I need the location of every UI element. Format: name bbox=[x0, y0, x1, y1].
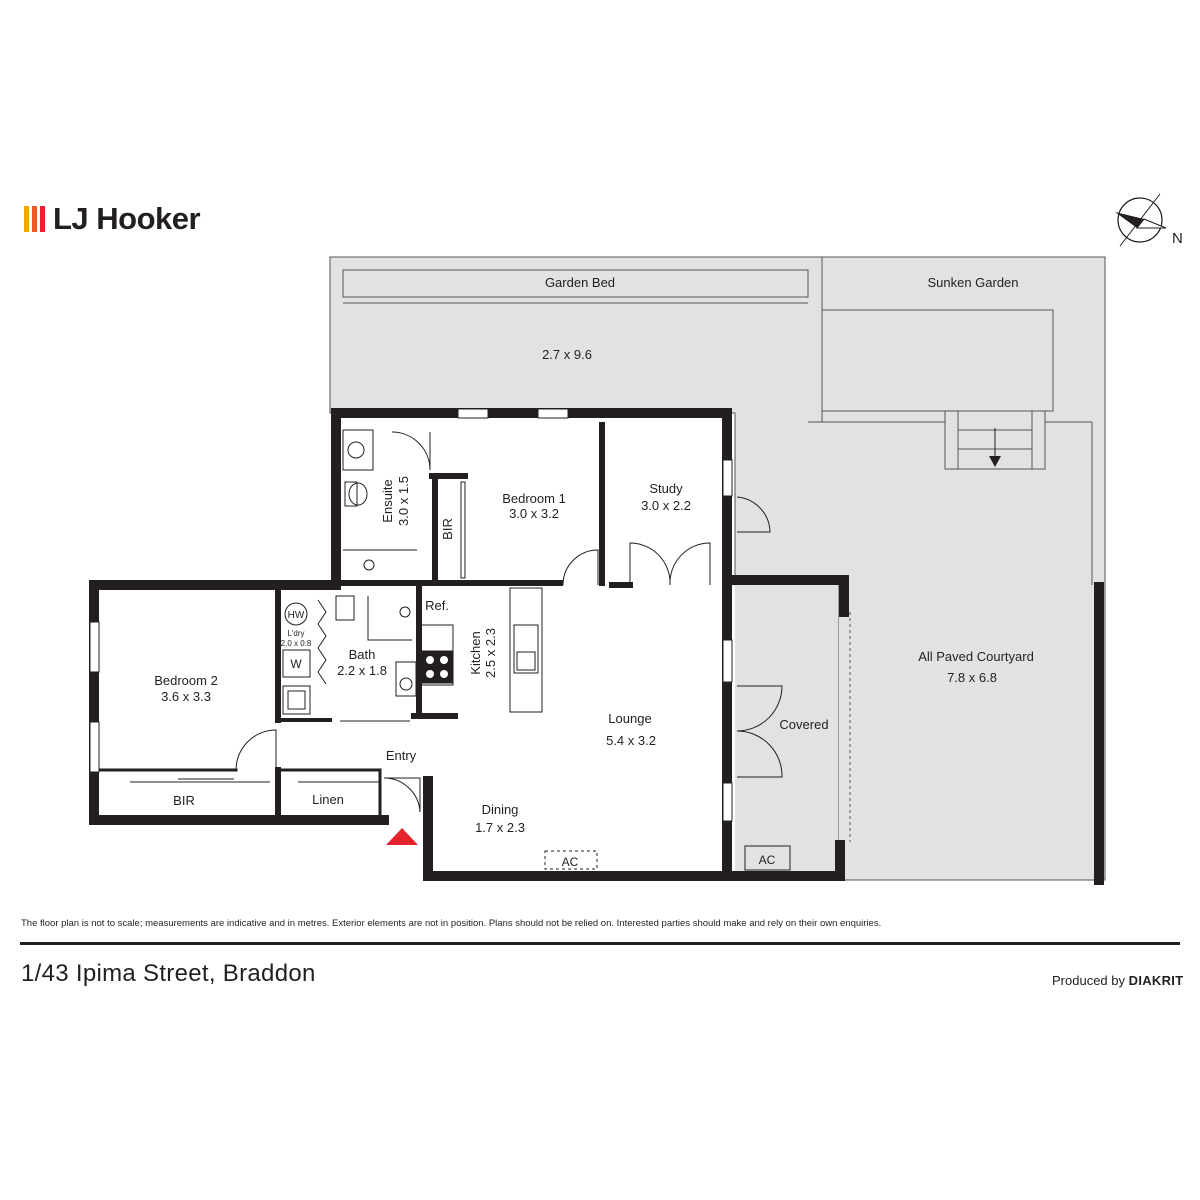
bir1-label: BIR bbox=[440, 518, 455, 540]
bedroom1-label: Bedroom 1 bbox=[502, 491, 566, 506]
bath-vanity-icon bbox=[395, 661, 417, 697]
ensuite-shower-icon bbox=[363, 559, 375, 571]
garden-bed bbox=[342, 269, 809, 298]
courtyard-dims: 7.8 x 6.8 bbox=[947, 670, 997, 685]
ac-covered-label: AC bbox=[759, 853, 776, 867]
bath-bifold-door-icon bbox=[317, 599, 327, 685]
kitchen-sink-icon bbox=[513, 624, 539, 674]
bath-shower-icon bbox=[399, 606, 411, 618]
washer-label: W bbox=[290, 657, 302, 671]
courtyard-label: All Paved Courtyard bbox=[918, 649, 1034, 664]
yard-dims: 2.7 x 9.6 bbox=[542, 347, 592, 362]
ensuite-label: Ensuite bbox=[380, 479, 395, 522]
hot-water-icon bbox=[284, 602, 308, 626]
laundry-tub-icon bbox=[282, 685, 311, 715]
producer-name: DIAKRIT bbox=[1128, 973, 1184, 988]
laundry-dims: 2.0 x 0.8 bbox=[281, 639, 312, 648]
entry-label: Entry bbox=[386, 748, 417, 763]
producer-credit: Produced by DIAKRIT bbox=[1052, 973, 1183, 988]
logo-bar-yellow bbox=[24, 206, 29, 232]
sunken-garden-label: Sunken Garden bbox=[927, 275, 1018, 290]
covered-area bbox=[735, 585, 838, 880]
garden-bed-label: Garden Bed bbox=[545, 275, 615, 290]
study-label: Study bbox=[649, 481, 683, 496]
sunken-garden-steps bbox=[944, 410, 1046, 470]
ensuite-toilet-icon bbox=[344, 481, 358, 507]
logo-bars-icon bbox=[24, 206, 45, 232]
study-dims: 3.0 x 2.2 bbox=[641, 498, 691, 513]
dining-label: Dining bbox=[482, 802, 519, 817]
linen-label: Linen bbox=[312, 792, 344, 807]
ensuite-dims: 3.0 x 1.5 bbox=[396, 476, 411, 526]
dining-dims: 1.7 x 2.3 bbox=[475, 820, 525, 835]
brand-logo: LJ Hooker bbox=[24, 201, 201, 236]
kitchen-label: Kitchen bbox=[468, 631, 483, 674]
bedroom2-dims: 3.6 x 3.3 bbox=[161, 689, 211, 704]
ac-unit-covered-icon bbox=[744, 845, 791, 871]
fixtures bbox=[130, 429, 791, 871]
compass-north-label: N bbox=[1172, 230, 1183, 247]
footer-divider bbox=[20, 942, 1180, 945]
ac-unit-dining-icon bbox=[544, 850, 598, 870]
courtyard-area bbox=[329, 256, 1106, 881]
bath-label: Bath bbox=[349, 647, 376, 662]
covered-label: Covered bbox=[779, 717, 828, 732]
washer-icon bbox=[282, 649, 311, 678]
bath-toilet-icon bbox=[335, 595, 355, 621]
ensuite-vanity-icon bbox=[342, 429, 374, 471]
ac-dining-label: AC bbox=[562, 855, 579, 869]
bir2-label: BIR bbox=[173, 793, 195, 808]
lounge-label: Lounge bbox=[608, 711, 651, 726]
property-address: 1/43 Ipima Street, Braddon bbox=[21, 960, 316, 987]
cooktop-icon bbox=[421, 650, 453, 684]
kitchen-island bbox=[509, 587, 543, 713]
fridge-label: Ref. bbox=[425, 598, 449, 613]
produced-by-label: Produced by bbox=[1052, 973, 1125, 988]
windows bbox=[89, 408, 733, 822]
laundry-label: L'dry bbox=[287, 629, 304, 638]
door-swings bbox=[235, 431, 783, 813]
bath-dims: 2.2 x 1.8 bbox=[337, 663, 387, 678]
bedroom2-label: Bedroom 2 bbox=[154, 673, 218, 688]
entry-marker-icon bbox=[386, 828, 418, 845]
bedroom1-dims: 3.0 x 3.2 bbox=[509, 506, 559, 521]
brand-name: LJ Hooker bbox=[53, 201, 201, 236]
lounge-dims: 5.4 x 3.2 bbox=[606, 733, 656, 748]
room-labels: Garden Bed 2.7 x 9.6 Sunken Garden Ensui… bbox=[154, 275, 1034, 869]
compass-icon: N bbox=[1115, 193, 1183, 247]
logo-bar-orange bbox=[32, 206, 37, 232]
logo-bar-red bbox=[40, 206, 45, 232]
disclaimer: The floor plan is not to scale; measurem… bbox=[21, 918, 882, 929]
kitchen-dims: 2.5 x 2.3 bbox=[483, 628, 498, 678]
hot-water-label: HW bbox=[288, 610, 305, 621]
outdoor-areas bbox=[329, 256, 1106, 881]
